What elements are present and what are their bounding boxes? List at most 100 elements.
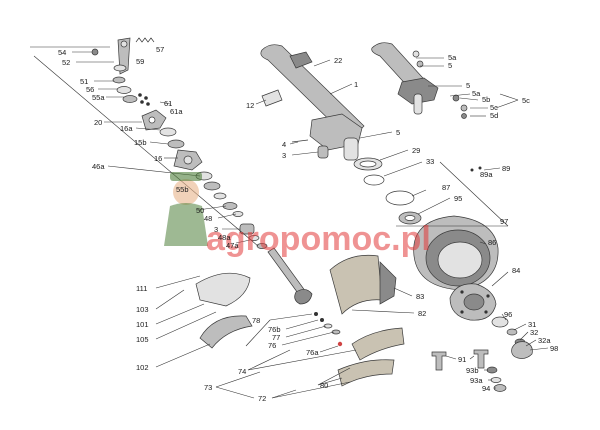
brake-shoe-group — [195, 254, 405, 387]
nut-54 — [91, 48, 99, 56]
label-5d: 5d — [490, 111, 498, 120]
label-96: 96 — [504, 310, 512, 319]
left-assembly — [91, 37, 313, 305]
dot-bolt-c — [140, 100, 144, 104]
label-84: 84 — [512, 266, 520, 275]
axle-top-bracket — [289, 51, 313, 69]
label-47a: 47a — [226, 241, 239, 250]
nut-93b — [486, 366, 498, 374]
bolt-4 — [291, 139, 309, 143]
label-48a: 48a — [218, 233, 231, 242]
label-77: 77 — [272, 333, 280, 342]
pin-89 — [478, 166, 482, 170]
part-labels: 54 52 57 59 51 56 55a 61 61a 20 16a 15b … — [58, 45, 558, 403]
label-5-axle: 5 — [396, 128, 400, 137]
spring-76 — [331, 329, 341, 335]
label-33: 33 — [426, 157, 434, 166]
hub-stud-b — [486, 294, 490, 298]
hub-stud-a — [460, 290, 464, 294]
right-knuckle — [397, 77, 439, 105]
label-1: 1 — [354, 80, 358, 89]
label-86: 86 — [488, 238, 496, 247]
label-59: 59 — [136, 57, 144, 66]
right-nut-5b — [452, 94, 460, 102]
seal-group — [353, 157, 422, 225]
label-76: 76 — [268, 341, 276, 350]
dot-bolt-b — [144, 96, 148, 100]
label-48: 48 — [204, 214, 212, 223]
right-washer-b — [416, 60, 424, 68]
mascot-head — [173, 179, 199, 205]
label-54: 54 — [58, 48, 66, 57]
label-103: 103 — [136, 305, 149, 314]
watermark: agropomoc.pl — [164, 172, 431, 258]
label-61: 61 — [164, 99, 172, 108]
label-50: 50 — [196, 206, 204, 215]
rivet-76a — [337, 341, 343, 347]
mascot-body — [164, 203, 208, 246]
label-29: 29 — [412, 146, 420, 155]
label-78: 78 — [252, 316, 260, 325]
label-5c-inner: 5c — [490, 103, 498, 112]
shoe-74 — [351, 327, 405, 361]
right-washer-a — [412, 50, 420, 58]
label-5-top: 5 — [448, 61, 452, 70]
cam-head — [294, 289, 313, 305]
mascot-hat — [170, 172, 202, 181]
spindle-stub — [343, 137, 359, 161]
label-15b: 15b — [134, 138, 147, 147]
label-102: 102 — [136, 363, 149, 372]
seal-16a — [159, 127, 177, 137]
shoe-web-83 — [379, 261, 397, 305]
label-46a: 46a — [92, 162, 105, 171]
kingpin-3 — [317, 145, 329, 159]
bolt-91-right — [473, 349, 489, 369]
rivet-76b — [320, 318, 324, 322]
label-93a: 93a — [470, 376, 483, 385]
shoe-72 — [337, 359, 395, 387]
label-55b: 55b — [176, 185, 189, 194]
hub-center — [463, 293, 485, 311]
label-95: 95 — [454, 194, 462, 203]
label-83: 83 — [416, 292, 424, 301]
ring-87 — [385, 190, 415, 206]
label-94: 94 — [482, 384, 490, 393]
adjuster-pin — [120, 40, 128, 48]
spring-77 — [323, 323, 333, 329]
rivet-78 — [314, 312, 318, 316]
return-spring — [135, 37, 155, 43]
label-32a: 32a — [538, 336, 551, 345]
label-105: 105 — [136, 335, 149, 344]
label-56: 56 — [86, 85, 94, 94]
label-4: 4 — [282, 140, 286, 149]
label-93b: 93b — [466, 366, 479, 375]
label-22: 22 — [334, 56, 342, 65]
seal-15b — [167, 139, 185, 149]
seal-29-inner — [359, 160, 377, 168]
label-5a-mid: 5a — [472, 89, 481, 98]
label-72: 72 — [258, 394, 266, 403]
shoe-lining-82 — [329, 254, 383, 315]
label-87: 87 — [442, 183, 450, 192]
backplate-101 — [195, 272, 251, 307]
right-leader-lines — [255, 57, 549, 389]
watermark-text: agropomoc.pl — [206, 220, 431, 258]
label-5-mid: 5 — [466, 81, 470, 90]
ring-48 — [232, 211, 244, 217]
label-61a: 61a — [170, 107, 183, 116]
label-89a: 89a — [480, 170, 493, 179]
bushing-55a — [122, 95, 138, 103]
label-89: 89 — [502, 164, 510, 173]
label-12: 12 — [246, 101, 254, 110]
label-82: 82 — [418, 309, 426, 318]
label-76b: 76b — [268, 325, 281, 334]
left-leader-lines — [30, 46, 259, 247]
drum-hub-group — [413, 215, 533, 359]
dot-bolt-a — [138, 93, 142, 97]
label-74: 74 — [238, 367, 246, 376]
label-16: 16 — [154, 154, 162, 163]
label-76a: 76a — [306, 348, 319, 357]
label-98: 98 — [550, 344, 558, 353]
washer-55b — [203, 181, 221, 191]
